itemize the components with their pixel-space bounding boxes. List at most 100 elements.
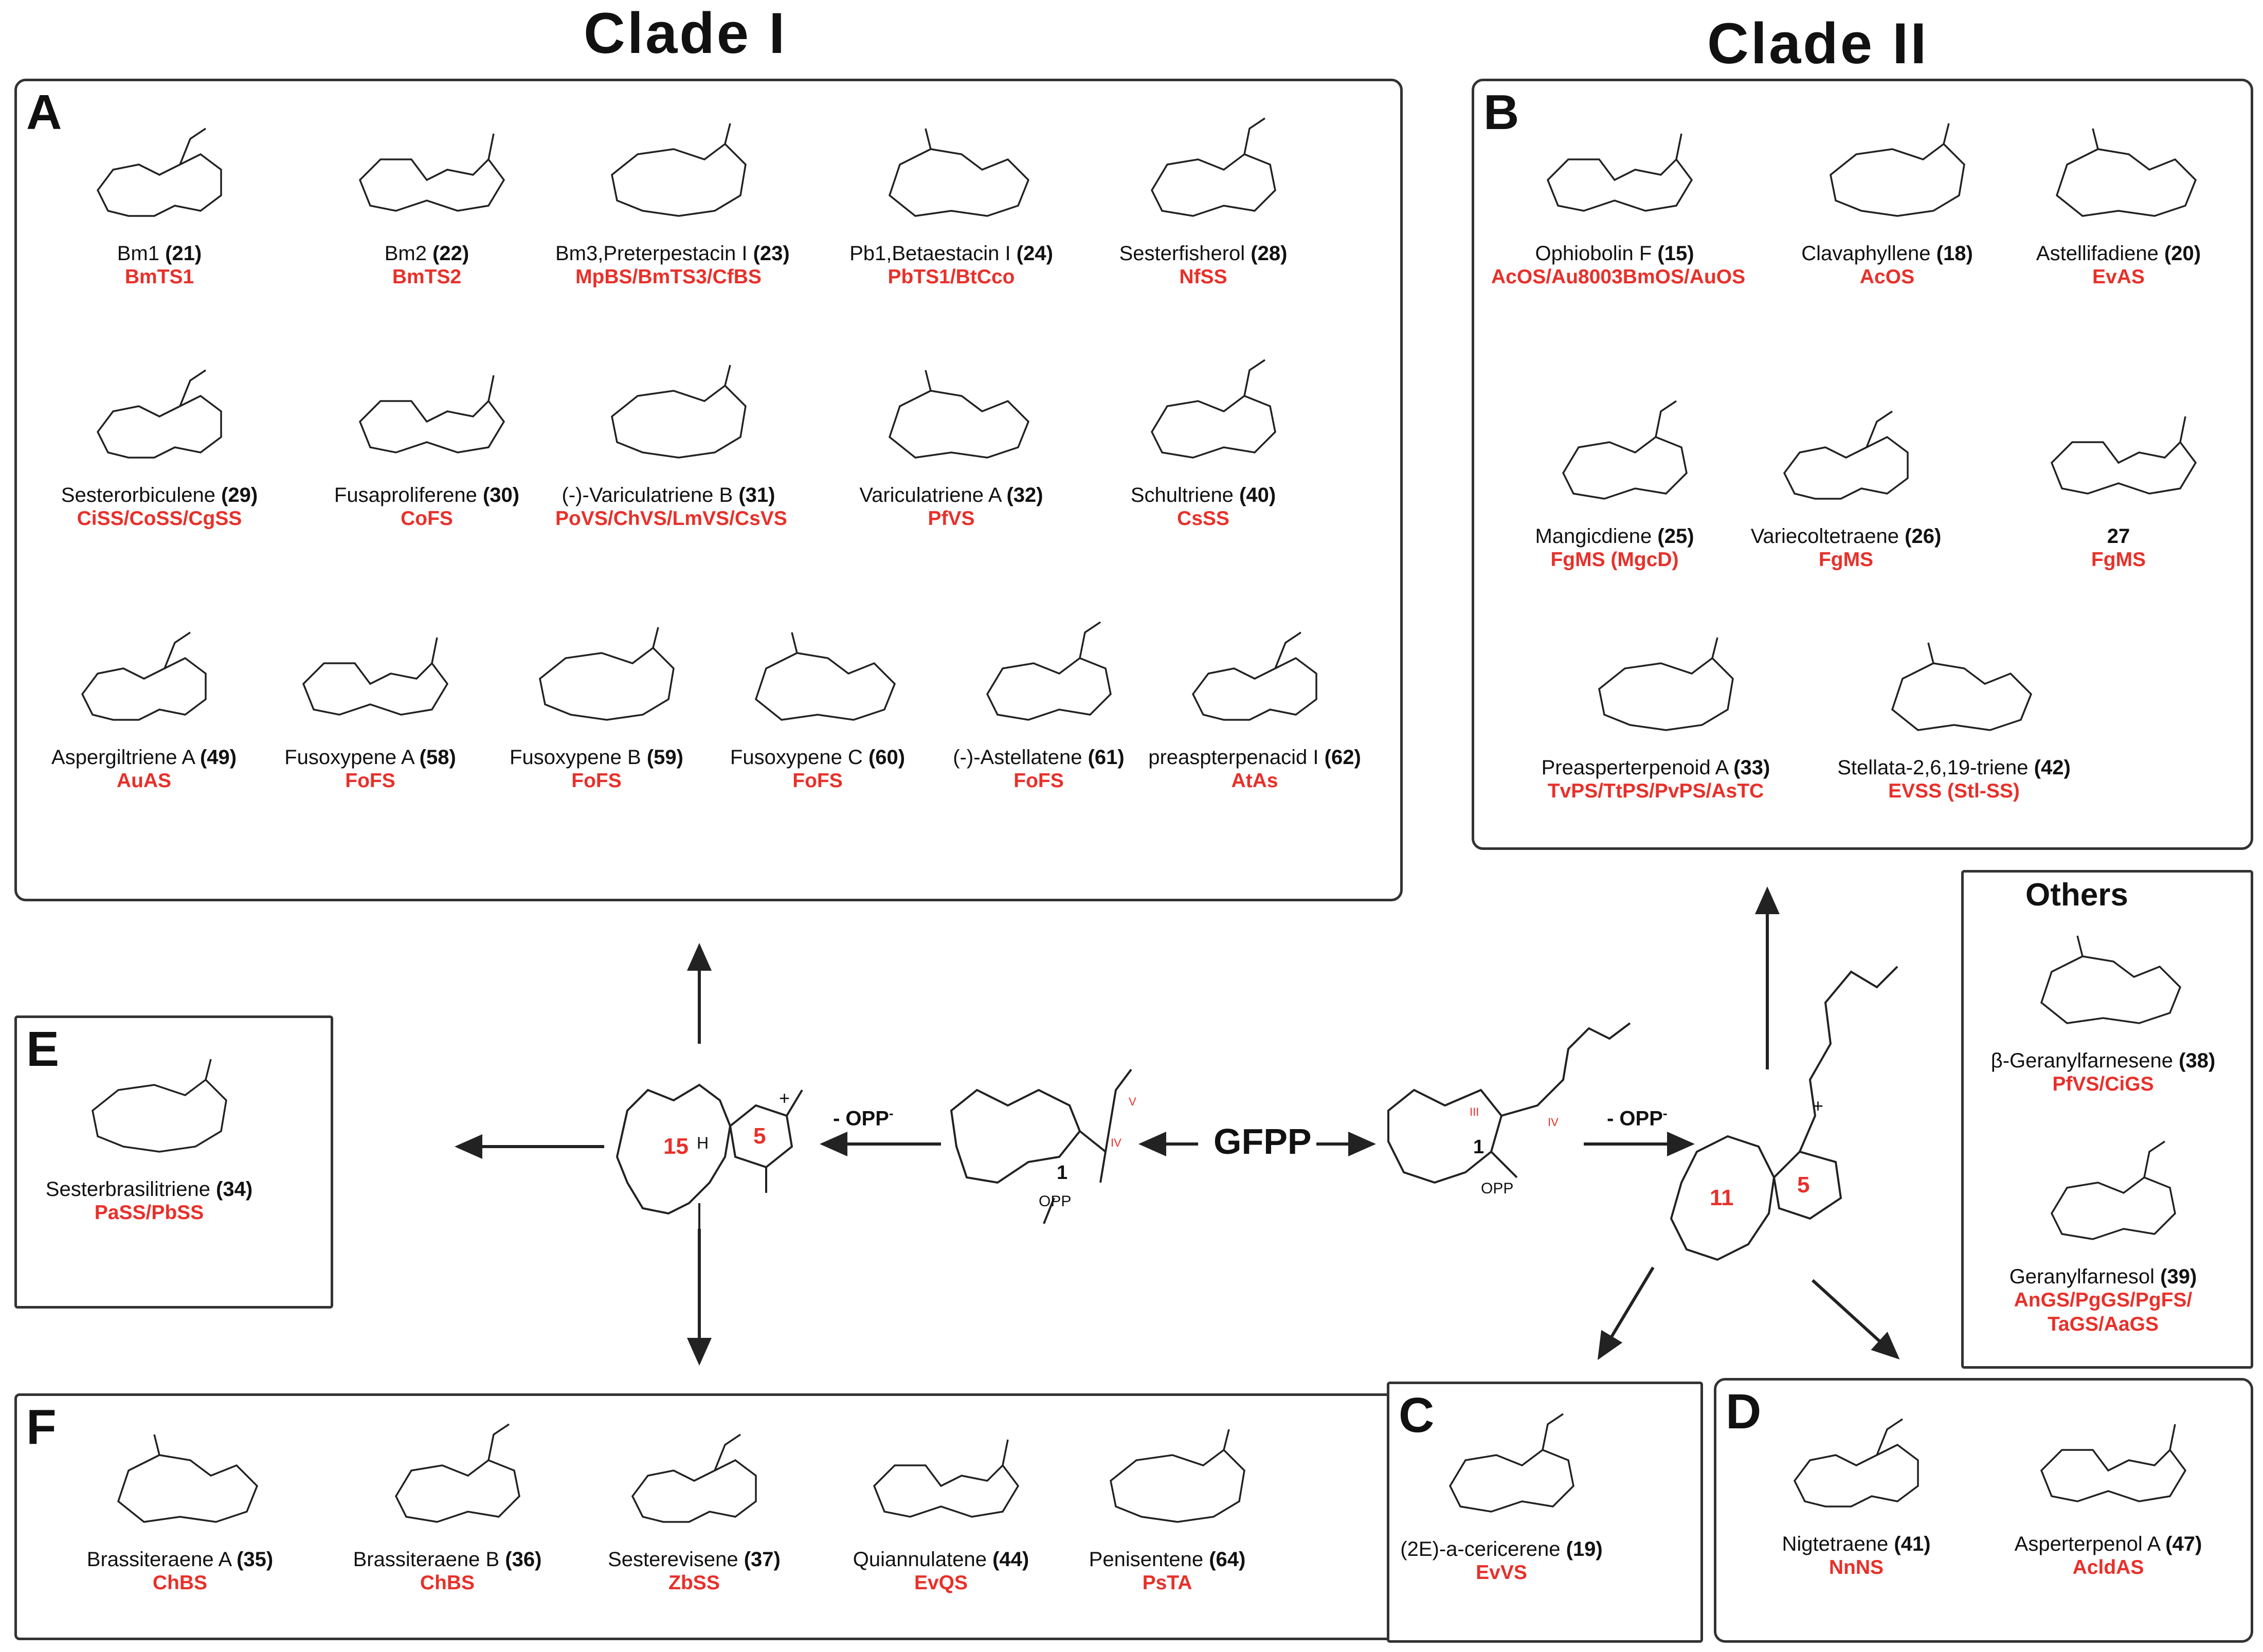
compound-number: 27 — [2107, 525, 2130, 548]
structure-drawing — [117, 1434, 259, 1523]
compound-number: (31) — [738, 484, 775, 506]
compound-33: Preasperterpenoid A (33)TvPS/TtPS/PvPS/A… — [1532, 627, 1779, 804]
enzyme-label: EVSS (Stl-SS) — [1888, 780, 2020, 802]
enzyme-label: ChBS — [420, 1572, 475, 1594]
structure-skeleton — [117, 1434, 259, 1523]
structure-skeleton — [631, 1433, 757, 1523]
compound-name: Schultriene (40) — [1090, 483, 1316, 507]
structure-drawing — [302, 637, 449, 716]
structure-skeleton — [81, 631, 207, 721]
compound-name: Variecoltetraene (26) — [1723, 524, 1969, 548]
ring-label-11: 11 — [1710, 1185, 1734, 1210]
compound-20: Astellifadiene (20)EvAS — [1995, 113, 2242, 289]
structure-drawing — [395, 1423, 520, 1523]
enzyme-label: CiSS/CoSS/CgSS — [77, 507, 242, 530]
compound-number: (36) — [505, 1548, 542, 1571]
enzyme-label: FgMS (MgcD) — [1550, 549, 1679, 571]
panel-c-letter: C — [1399, 1388, 1435, 1443]
roman-iv-left: IV — [1111, 1136, 1121, 1149]
compound-name-text: Variecoltetraene — [1750, 525, 1905, 548]
compound-name-text: β-Geranylfarnesene — [1990, 1049, 2179, 1072]
compound-number: (34) — [216, 1178, 253, 1201]
structure-skeleton — [1110, 1429, 1245, 1523]
structure-drawing — [2051, 1140, 2176, 1240]
compound-30: Fusaproliferene (30)CoFS — [314, 355, 540, 531]
compound-number: (20) — [2164, 242, 2201, 265]
compound-number: (47) — [2165, 1533, 2202, 1555]
compound-name: Quiannulatene (44) — [828, 1548, 1054, 1571]
compound-name: Mangicdiene (25) — [1491, 524, 1738, 548]
panel-b: B — [1472, 79, 2253, 850]
compound-number: (38) — [2179, 1049, 2216, 1072]
compound-number: (32) — [1006, 484, 1043, 506]
compound-name: preaspterpenacid I (62) — [1142, 746, 1368, 769]
panel-e-letter: E — [26, 1022, 60, 1077]
structure-skeleton — [611, 123, 747, 217]
compound-name: β-Geranylfarnesene (38) — [1975, 1049, 2232, 1073]
structure-skeleton — [358, 375, 505, 453]
compound-number: (59) — [646, 746, 683, 769]
compound-name: Ophiobolin F (15) — [1491, 242, 1738, 265]
compound-name: Preasperterpenoid A (33) — [1532, 756, 1779, 779]
structure-drawing — [1546, 133, 1693, 212]
compound-name: Fusoxypene C (60) — [704, 746, 931, 769]
compound-15: Ophiobolin F (15)AcOS/Au8003BmOS/AuOS — [1491, 113, 1745, 289]
compound-31: (-)-Variculatriene B (31)PoVS/ChVS/LmVS/… — [555, 355, 787, 531]
compound-22: Bm2 (22)BmTS2 — [314, 113, 540, 289]
compound-number: (18) — [1936, 242, 1973, 265]
enzyme-label: NnNS — [1828, 1556, 1884, 1578]
panel-e: E — [14, 1015, 333, 1309]
compound-name: Brassiteraene B (36) — [334, 1548, 560, 1571]
enzyme-label: PsTA — [1142, 1572, 1192, 1594]
structure-skeleton — [873, 1439, 1020, 1518]
structure-drawing — [611, 123, 747, 217]
enzyme-label: ChBS — [152, 1572, 208, 1594]
compound-name-text: preaspterpenacid I — [1148, 746, 1325, 769]
compound-name-text: Clavaphyllene — [1801, 242, 1936, 265]
compound-39: Geranylfarnesol (39)AnGS/PgGS/PgFS/TaGS/… — [1975, 1136, 2232, 1337]
compound-name-text: Aspergiltriene A — [51, 746, 200, 769]
compound-21: Bm1 (21)BmTS1 — [46, 113, 273, 289]
enzyme-label: PbTS1/BtCco — [888, 266, 1015, 288]
compound-18: Clavaphyllene (18)AcOS — [1764, 113, 2011, 289]
structure-drawing — [1793, 1418, 1919, 1508]
compound-32: Variculatriene A (32)PfVS — [838, 355, 1064, 531]
enzyme-label: EvQS — [914, 1572, 968, 1594]
compound-name: Stellata-2,6,19-triene (42) — [1831, 756, 2077, 779]
panel-a: A — [14, 79, 1403, 901]
enzyme-label: MpBS/BmTS3/CfBS — [575, 266, 762, 288]
structure-drawing — [1449, 1413, 1574, 1513]
compound-name-text: Sesterbrasilitriene — [45, 1178, 216, 1201]
structure-skeleton — [2051, 1140, 2176, 1240]
compound-name: Clavaphyllene (18) — [1764, 242, 2011, 265]
compound-name-text: Pb1,Betaestacin I — [849, 242, 1017, 265]
enzyme-label: FgMS — [1818, 549, 1874, 571]
compound-name-text: Bm2 — [384, 242, 433, 265]
enzyme-label: PfVS/CiGS — [2052, 1073, 2154, 1095]
panel-d-letter: D — [1726, 1384, 1762, 1439]
compound-name: (2E)-a-cericerene (19) — [1388, 1537, 1615, 1561]
enzyme-label: PoVS/ChVS/LmVS/CsVS — [555, 507, 787, 530]
compound-name: Fusoxypene B (59) — [483, 746, 710, 769]
enzyme-label: FoFS — [1013, 770, 1064, 792]
compound-name-text: Asperterpenol A — [2014, 1533, 2166, 1555]
compound-name-text: Preasperterpenoid A — [1541, 756, 1734, 779]
structure-drawing — [986, 621, 1112, 721]
structure-drawing — [92, 1059, 227, 1153]
compound-59: Fusoxypene B (59)FoFS — [483, 617, 710, 793]
structure-skeleton — [2050, 416, 2197, 495]
right-cation-ring-11 — [1670, 1135, 1776, 1261]
compound-name-text: (2E)-a-cericerene — [1400, 1538, 1566, 1560]
enzyme-label-line-2: TaGS/AaGS — [2047, 1313, 2159, 1335]
others-title: Others — [2025, 877, 2128, 913]
compound-name-text: Nigtetraene — [1782, 1533, 1894, 1555]
compound-49: Aspergiltriene A (49)AuAS — [31, 617, 257, 793]
compound-name-text: Penisentene — [1089, 1548, 1209, 1571]
structure-skeleton — [92, 1059, 227, 1153]
structure-skeleton — [1783, 410, 1909, 500]
compound-number: (60) — [868, 746, 906, 769]
compound-name: Bm3,Preterpestacin I (23) — [555, 242, 790, 265]
enzyme-label: AnGS/PgGS/PgFS/ — [2014, 1289, 2193, 1311]
compound-23: Bm3,Preterpestacin I (23)MpBS/BmTS3/CfBS — [555, 113, 790, 289]
